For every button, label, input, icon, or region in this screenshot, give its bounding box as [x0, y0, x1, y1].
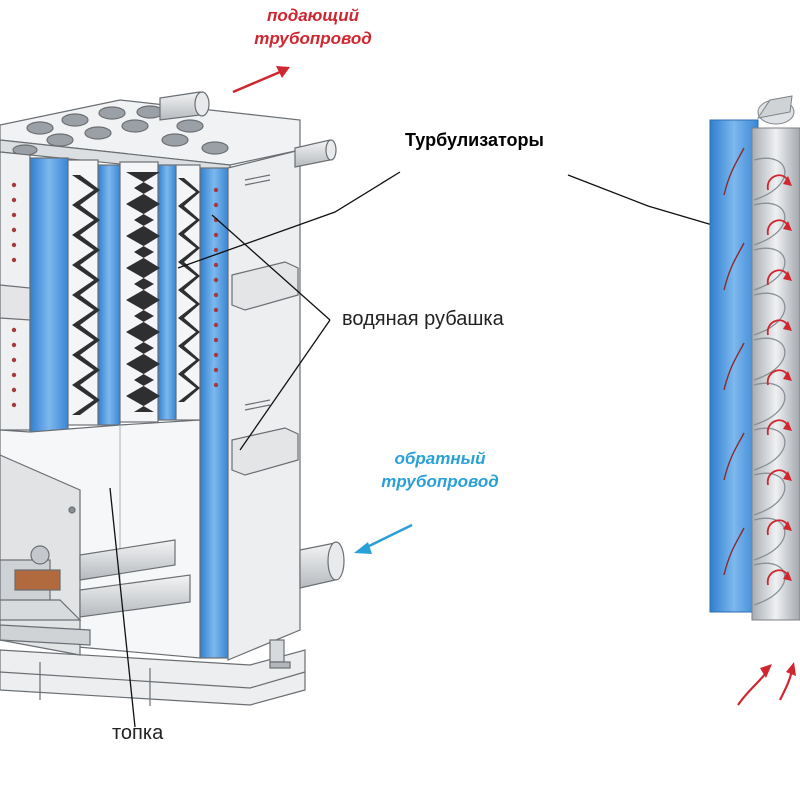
side-panel — [227, 149, 301, 661]
return-label-line1: обратный — [394, 449, 486, 468]
water-jacket-left — [29, 157, 69, 439]
supply-label-line2: трубопровод — [254, 29, 372, 48]
leader-lines — [109, 171, 781, 728]
water-jacket-mid1 — [97, 164, 121, 426]
gas-burner — [0, 545, 91, 646]
supply-pipe-label: подающий трубопровод — [228, 4, 398, 50]
tube-water-jacket — [709, 119, 759, 613]
tube-detail — [709, 95, 800, 706]
return-arrow — [354, 523, 413, 554]
supply-arrow — [232, 66, 290, 94]
return-label-line2: трубопровод — [381, 472, 499, 491]
boiler-body — [0, 91, 345, 706]
supply-pipe — [159, 91, 201, 121]
tube-wall — [751, 127, 800, 621]
water-jacket-label: водяная рубашка — [342, 308, 504, 330]
supply-label-line1: подающий — [266, 6, 360, 25]
base-frame — [0, 649, 306, 706]
return-pipe-label: обратный трубопровод — [350, 447, 530, 493]
turbulator-zigzags — [72, 172, 200, 415]
water-jacket-right — [199, 167, 229, 659]
turbulators-label: Турбулизаторы — [405, 130, 544, 150]
water-jacket-mid2 — [157, 164, 177, 421]
firebox-label: топка — [112, 722, 164, 744]
